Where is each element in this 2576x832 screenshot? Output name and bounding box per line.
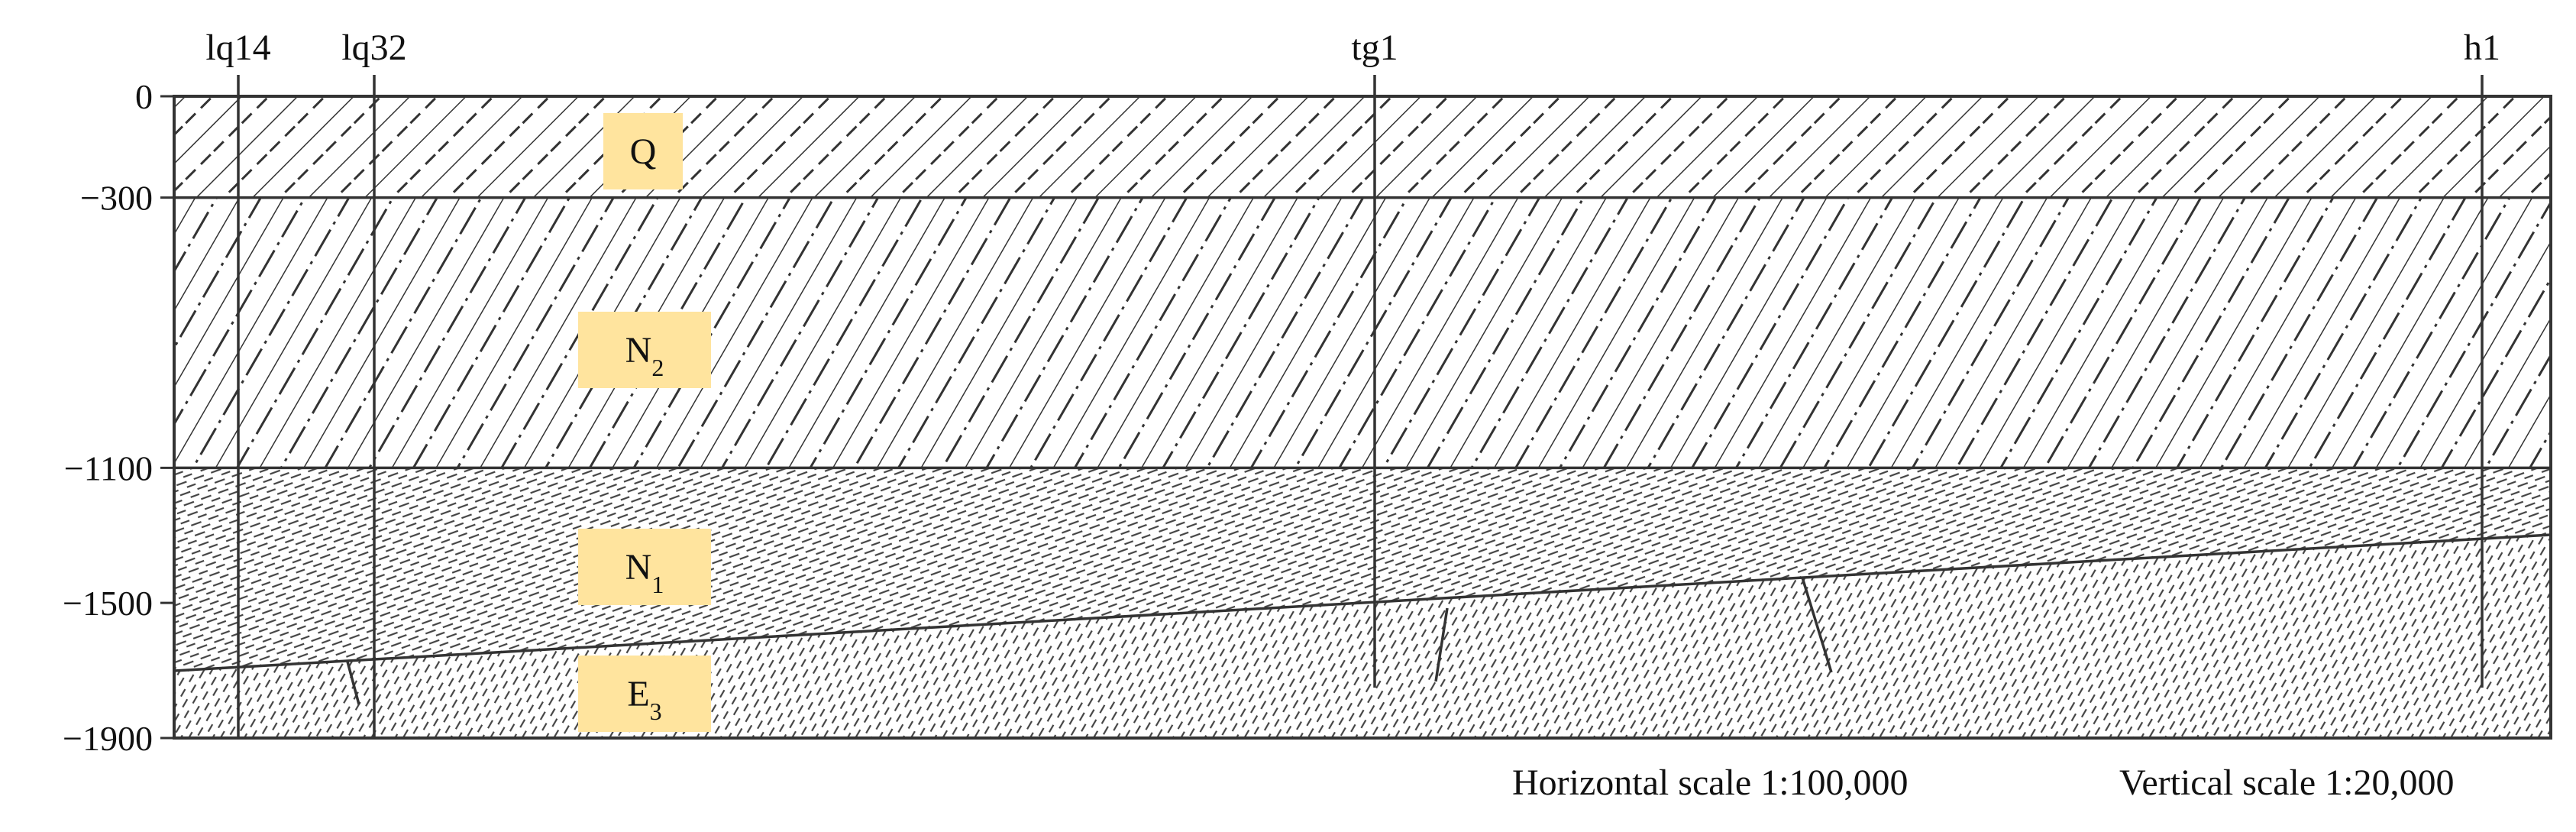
horizontal-scale-label: Horizontal scale 1:100,000 [1512, 762, 1909, 803]
unit-label-box [578, 529, 711, 605]
section-border [173, 95, 2552, 740]
fault-line [1801, 577, 1833, 673]
unit-symbol: Q [630, 131, 657, 172]
fault-line [1434, 607, 1449, 682]
section-frame [173, 95, 2552, 740]
layer-q [174, 96, 2551, 198]
depth-tick-label: −1500 [63, 584, 153, 623]
depth-tick-label: −300 [80, 179, 153, 218]
depth-tick-label: −1100 [64, 448, 153, 487]
strata-layers [174, 96, 2551, 738]
fault-line [346, 661, 360, 705]
depth-tick-label: −1900 [63, 719, 153, 758]
well-label-tg1: tg1 [1351, 28, 1398, 68]
well-label-h1: h1 [2464, 28, 2500, 68]
unit-label-N1: N1 [578, 529, 711, 605]
vertical-scale-label: Vertical scale 1:20,000 [2119, 762, 2455, 803]
well-label-lq32: lq32 [341, 28, 406, 68]
layer-e3 [174, 535, 2551, 738]
well-label-lq14: lq14 [205, 28, 270, 68]
unit-label-E3: E3 [578, 656, 711, 732]
well-lines: lq14 lq32 tg1 h1 [205, 28, 2500, 738]
unit-label-box [578, 656, 711, 732]
layer-n2 [174, 197, 2551, 468]
depth-axis: 0 −300 −1100 −1500 −1900 [63, 77, 174, 758]
fault-lines [346, 577, 1833, 705]
depth-tick-label: 0 [135, 77, 153, 116]
unit-label-Q: Q [603, 113, 683, 189]
unit-label-box [603, 113, 683, 189]
layer-n1 [174, 468, 2551, 671]
unit-label-box [578, 312, 711, 388]
unit-label-N2: N2 [578, 312, 711, 388]
boundary-n1-e3 [173, 533, 2552, 672]
